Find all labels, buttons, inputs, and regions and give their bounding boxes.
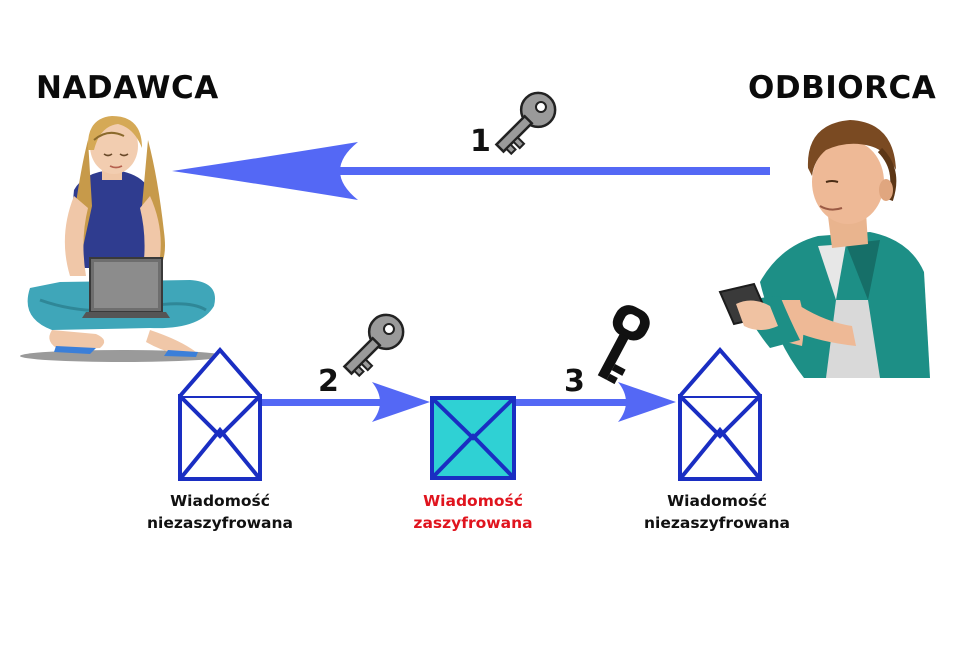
sender-label: NADAWCA	[36, 70, 219, 106]
envelope-icon	[178, 346, 262, 481]
sender-person-illustration	[20, 116, 224, 362]
receiver-person-illustration	[718, 120, 930, 378]
caption-line: niezaszyfrowana	[146, 514, 293, 532]
step-number-1: 1	[470, 124, 491, 159]
caption-line: zaszyfrowana	[413, 514, 533, 532]
caption-encrypted: Wiadomość zaszyfrowana	[363, 490, 583, 534]
caption-unencrypted-left: Wiadomość niezaszyfrowana	[110, 490, 330, 534]
step-number-2: 2	[318, 364, 339, 399]
caption-line: niezaszyfrowana	[643, 514, 790, 532]
arrow-receiver-to-sender	[172, 142, 770, 200]
caption-line: Wiadomość	[423, 492, 523, 510]
arrow-encrypt	[262, 382, 430, 422]
caption-line: Wiadomość	[667, 492, 767, 510]
encrypted-envelope-icon	[430, 396, 516, 480]
silver-key-icon	[342, 313, 405, 378]
caption-line: Wiadomość	[170, 492, 270, 510]
step-number-3: 3	[564, 364, 585, 399]
caption-unencrypted-right: Wiadomość niezaszyfrowana	[607, 490, 827, 534]
arrow-decrypt	[514, 382, 676, 422]
silver-key-icon	[494, 91, 557, 156]
receiver-label: ODBIORCA	[748, 70, 937, 106]
black-key-icon	[597, 305, 650, 385]
envelope-icon	[678, 346, 762, 481]
